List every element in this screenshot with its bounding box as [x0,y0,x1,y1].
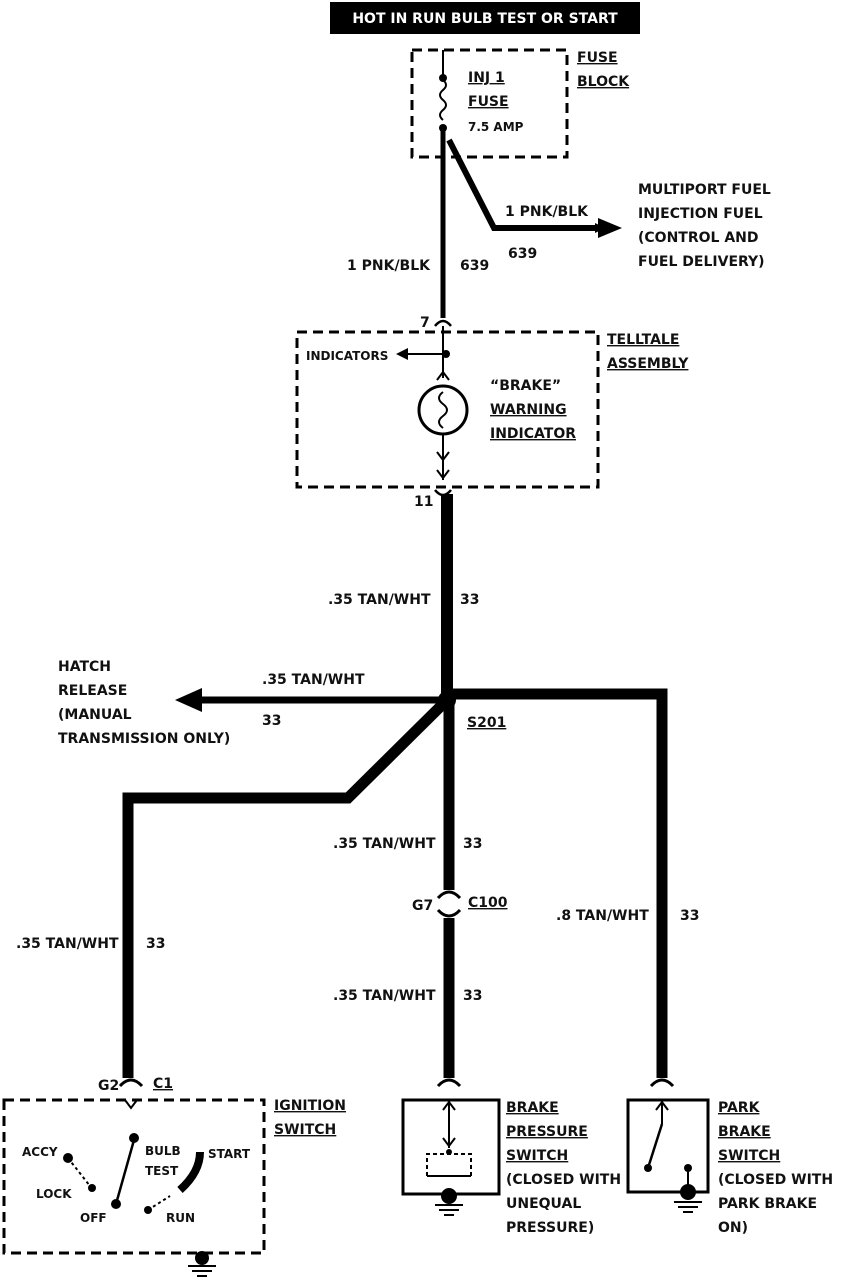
indicators-label: INDICATORS [306,349,388,363]
indicators-arrow-icon [396,348,408,360]
brake-pressure-line-1: BRAKE [506,1100,559,1116]
mfi-label: MULTIPORT FUEL INJECTION FUEL (CONTROL A… [638,182,771,270]
tan-main-circuit: 33 [460,592,479,608]
brake-pressure-line-5: UNEQUAL [506,1196,581,1212]
connector-c1-icon [118,1078,144,1088]
telltale-title-2: ASSEMBLY [607,356,689,372]
brake-warning-line-2: WARNING [490,402,567,418]
pnk-blk-wires: 1 PNK/BLK 639 1 PNK/BLK 639 [347,128,622,318]
tan-ignition-circuit: 33 [146,936,165,952]
pnk-blk-branch-label: 1 PNK/BLK [505,204,589,220]
telltale-pin-top: 7 [420,315,430,331]
fuse-element-icon [439,79,447,121]
mfi-line-1: MULTIPORT FUEL [638,182,771,198]
tan-hatch-label: .35 TAN/WHT [262,672,365,688]
park-brake-line-1: PARK [718,1100,761,1116]
park-brake-line-2: BRAKE [718,1124,771,1140]
hatch-release-label: HATCH RELEASE (MANUAL TRANSMISSION ONLY) [58,659,230,747]
ignition-bulb-2: TEST [145,1164,179,1178]
tan-main-label: .35 TAN/WHT [328,592,431,608]
c1-name: C1 [153,1076,173,1092]
ignition-switch: G2 C1 IGNITION SWITCH ACCY LOCK OFF BULB… [2,1076,346,1277]
park-brake-line-3: SWITCH [718,1148,780,1164]
mfi-line-3: (CONTROL AND [638,230,759,246]
hatch-line-3: (MANUAL [58,707,132,723]
tan-hatch-circuit: 33 [262,713,281,729]
fuse-block-title-2: BLOCK [577,74,630,90]
tan-park-circuit: 33 [680,908,699,924]
brake-pressure-switch: BRAKE PRESSURE SWITCH (CLOSED WITH UNEQU… [401,1078,621,1236]
ignition-lock: LOCK [36,1187,72,1201]
mfi-arrow-icon [598,218,622,238]
ignition-run: RUN [166,1211,195,1225]
power-header: HOT IN RUN BULB TEST OR START [330,2,640,34]
brake-warning-line-3: INDICATOR [490,426,576,442]
c1-pin: G2 [98,1078,119,1094]
c100-pin: G7 [412,898,433,914]
ignition-start: START [208,1147,251,1161]
tan-c100-lower-label: .35 TAN/WHT [333,988,436,1004]
brake-pressure-line-4: (CLOSED WITH [506,1172,621,1188]
power-header-label: HOT IN RUN BULB TEST OR START [352,11,618,27]
telltale-pin-bottom: 11 [414,494,433,510]
mfi-line-2: INJECTION FUEL [638,206,763,222]
park-brake-contact-icon [644,1164,652,1172]
tan-c100-upper-circuit: 33 [463,836,482,852]
fuse-rating: 7.5 AMP [468,120,524,134]
park-brake-line-6: ON) [718,1220,748,1236]
park-brake-line-4: (CLOSED WITH [718,1172,833,1188]
brake-pressure-line-6: PRESSURE) [506,1220,594,1236]
fuse-block-title-1: FUSE [577,50,618,66]
pnk-blk-branch-circuit: 639 [508,246,537,262]
ignition-bulb-1: BULB [145,1144,181,1158]
park-brake-line-5: PARK BRAKE [718,1196,817,1212]
fuse-label-1: INJ 1 [468,70,505,86]
hatch-line-4: TRANSMISSION ONLY) [58,731,230,747]
ignition-switch-contact-icon [129,1133,139,1143]
tan-wht-wires: .35 TAN/WHT 33 S201 .35 TAN/WHT 33 .8 TA… [16,494,699,1078]
ignition-off: OFF [80,1211,107,1225]
ignition-title-1: IGNITION [274,1098,346,1114]
c100-name: C100 [468,895,508,911]
tan-c100-lower-circuit: 33 [463,988,482,1004]
fuse-block: FUSE BLOCK INJ 1 FUSE 7.5 AMP [410,48,630,159]
pnk-blk-main-circuit: 639 [460,258,489,274]
hatch-line-1: HATCH [58,659,111,675]
hatch-arrow-icon [175,688,202,712]
mfi-line-4: FUEL DELIVERY) [638,254,765,270]
tan-park-label: .8 TAN/WHT [556,908,649,924]
telltale-title-1: TELLTALE [607,332,679,348]
pnk-blk-main-label: 1 PNK/BLK [347,258,431,274]
tan-c100-upper-label: .35 TAN/WHT [333,836,436,852]
hatch-line-2: RELEASE [58,683,127,699]
telltale-assembly: 7 TELLTALE ASSEMBLY INDICATORS “BRAKE” W… [295,315,689,510]
ignition-accy: ACCY [22,1145,58,1159]
brake-pressure-line-3: SWITCH [506,1148,568,1164]
ignition-title-2: SWITCH [274,1122,336,1138]
tan-ignition-label: .35 TAN/WHT [16,936,119,952]
brake-pressure-line-2: PRESSURE [506,1124,588,1140]
brake-warning-line-1: “BRAKE” [490,378,561,394]
connector-pin-7-icon [434,319,452,327]
park-brake-switch: PARK BRAKE SWITCH (CLOSED WITH PARK BRAK… [626,1078,833,1236]
splice-label: S201 [467,715,506,731]
connector-c100-icon [436,890,462,900]
fuse-label-2: FUSE [468,94,509,110]
